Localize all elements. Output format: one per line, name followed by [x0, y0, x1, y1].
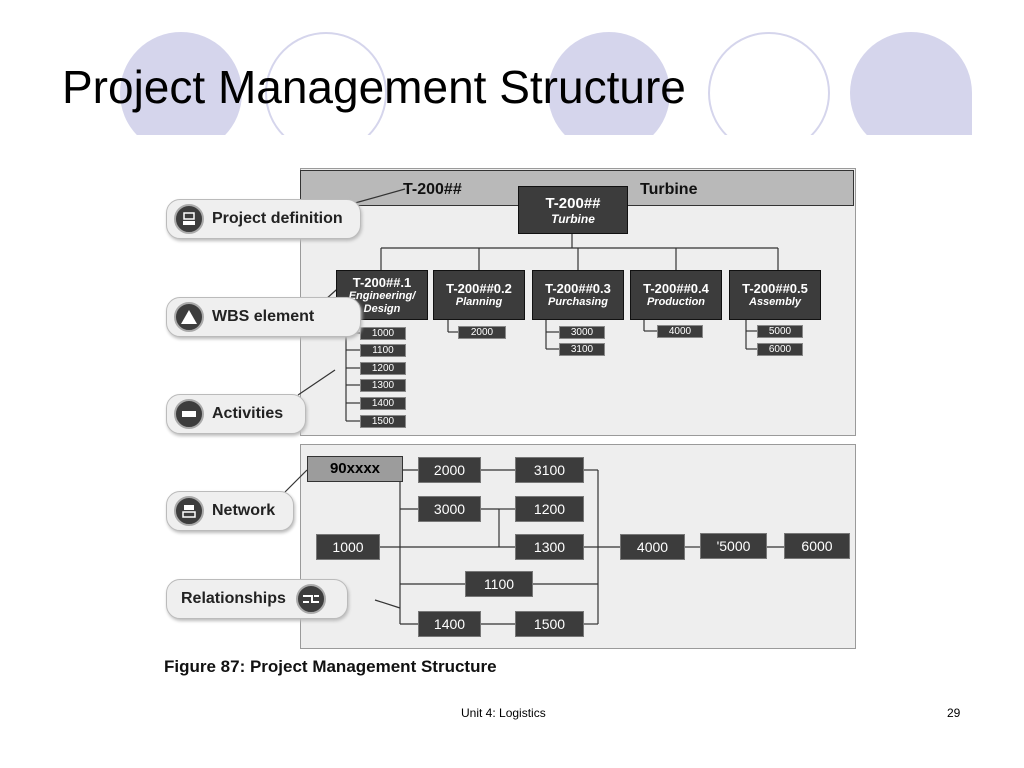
activity-box: 1500 — [360, 415, 406, 428]
wbs-element-4: T-200##0.4 Production — [630, 270, 722, 320]
activity-box: 1200 — [360, 362, 406, 375]
wbs-element-code: T-200##0.5 — [742, 281, 808, 296]
network-icon — [174, 496, 204, 526]
legend-wbs-element: WBS element — [166, 297, 361, 337]
wbs-element-name: Assembly — [749, 296, 801, 308]
network-node: 1300 — [515, 534, 584, 560]
activities-icon — [174, 399, 204, 429]
network-node: 6000 — [784, 533, 850, 559]
activity-box: 5000 — [757, 325, 803, 338]
activity-box: 3000 — [559, 326, 605, 339]
slide-title: Project Management Structure — [62, 61, 686, 113]
network-id-box: 90xxxx — [307, 456, 403, 482]
activity-box: 1300 — [360, 379, 406, 392]
network-node: 2000 — [418, 457, 481, 483]
wbs-element-code: T-200##0.2 — [446, 281, 512, 296]
network-node: 1200 — [515, 496, 584, 522]
wbs-element-name: Engineering/ Design — [348, 289, 416, 315]
legend-activities: Activities — [166, 394, 306, 434]
project-definition-icon — [174, 204, 204, 234]
activity-box: 3100 — [559, 343, 605, 356]
network-node: '5000 — [700, 533, 767, 559]
legend-label: Project definition — [212, 210, 343, 227]
figure-caption: Figure 87: Project Management Structure — [164, 657, 497, 676]
legend-label: Relationships — [181, 590, 286, 607]
wbs-element-3: T-200##0.3 Purchasing — [532, 270, 624, 320]
activity-box: 1000 — [360, 327, 406, 340]
activity-box: 4000 — [657, 325, 703, 338]
wbs-element-icon — [174, 302, 204, 332]
wbs-element-2: T-200##0.2 Planning — [433, 270, 525, 320]
network-node: 1500 — [515, 611, 584, 637]
wbs-element-code: T-200##0.4 — [643, 281, 709, 296]
decor-circle-1 — [120, 32, 242, 154]
project-definition-box: T-200## Turbine — [518, 186, 628, 234]
wbs-element-name: Production — [646, 296, 706, 308]
network-node: 3000 — [418, 496, 481, 522]
legend-project-definition: Project definition — [166, 199, 361, 239]
relationships-icon — [295, 584, 326, 614]
footer-unit-label: Unit 4: Logistics — [461, 706, 546, 720]
wbs-element-5: T-200##0.5 Assembly — [729, 270, 821, 320]
activity-box: 6000 — [757, 343, 803, 356]
network-node: 1100 — [465, 571, 533, 597]
footer-page-number: 29 — [947, 706, 961, 720]
network-node: 1400 — [418, 611, 481, 637]
legend-label: WBS element — [212, 308, 315, 325]
wbs-element-code: T-200##.1 — [352, 274, 412, 290]
wbs-element-name: Purchasing — [548, 296, 608, 308]
legend-relationships: Relationships — [166, 579, 348, 619]
wbs-element-name: Planning — [455, 296, 503, 308]
project-definition-code: T-200## — [545, 194, 601, 212]
wbs-element-code: T-200##0.3 — [545, 281, 611, 296]
network-node: 1000 — [316, 534, 380, 560]
legend-label: Activities — [212, 405, 284, 422]
legend-label: Network — [212, 502, 276, 519]
activity-box: 2000 — [458, 326, 506, 339]
network-node: 3100 — [515, 457, 584, 483]
legend-network: Network — [166, 491, 294, 531]
decor-circle-2 — [548, 32, 670, 154]
activity-box: 1400 — [360, 397, 406, 410]
activity-box: 1100 — [360, 344, 406, 357]
header-project-name: Turbine — [640, 181, 698, 198]
project-definition-name: Turbine — [551, 211, 595, 226]
title-underline-mask — [0, 135, 1024, 165]
network-node: 4000 — [620, 534, 685, 560]
header-project-code: T-200## — [403, 181, 462, 198]
